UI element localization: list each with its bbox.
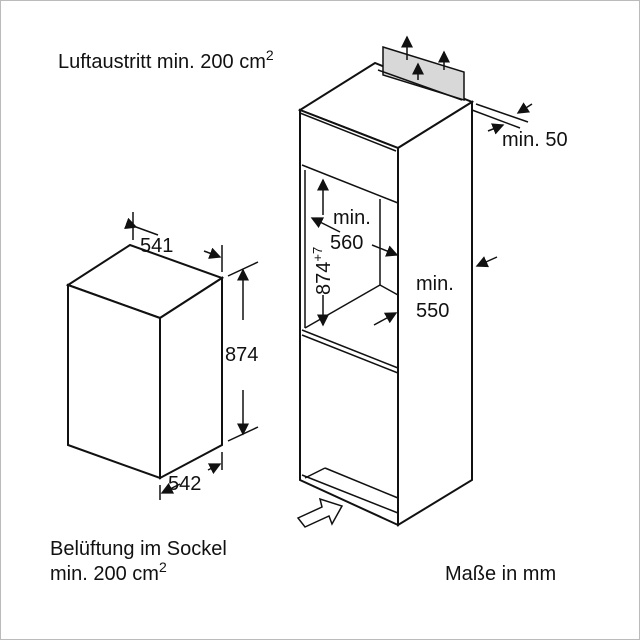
rear-gap-dimension: [373, 102, 533, 326]
appliance-height: 874: [225, 344, 258, 366]
air-inlet-arrow: [296, 497, 344, 528]
ventilation-label-line1: Belüftung im Sockel: [50, 538, 227, 560]
ventilation-text: min. 200 cm: [50, 563, 159, 585]
tall-cabinet: [297, 61, 475, 527]
air-outlet-label: Luftaustritt min. 200 cm2: [58, 47, 274, 73]
niche-depth-label: min.: [333, 207, 371, 229]
air-outlet-sup: 2: [266, 47, 274, 63]
cabinet-depth-value: 550: [416, 300, 449, 322]
niche-height-tolerance: +7: [310, 247, 325, 262]
ventilation-sup: 2: [159, 559, 167, 575]
ventilation-label-line2: min. 200 cm2: [50, 559, 167, 585]
niche-depth-value: 560: [330, 232, 363, 254]
niche-height-dimension: [310, 178, 399, 327]
appliance-depth: 542: [168, 473, 201, 495]
appliance-dimension-lines: [124, 212, 259, 500]
niche-height: 874+7: [310, 247, 335, 295]
appliance-box: [65, 243, 225, 480]
air-outlet-text: Luftaustritt min. 200 cm: [58, 51, 266, 73]
niche-height-value: 874: [313, 262, 335, 295]
units-label: Maße in mm: [445, 563, 556, 585]
appliance-width: 541: [140, 235, 173, 257]
top-vent-grille: [377, 35, 465, 102]
rear-gap-label: min. 50: [502, 129, 568, 151]
cabinet-depth-label: min.: [416, 273, 454, 295]
